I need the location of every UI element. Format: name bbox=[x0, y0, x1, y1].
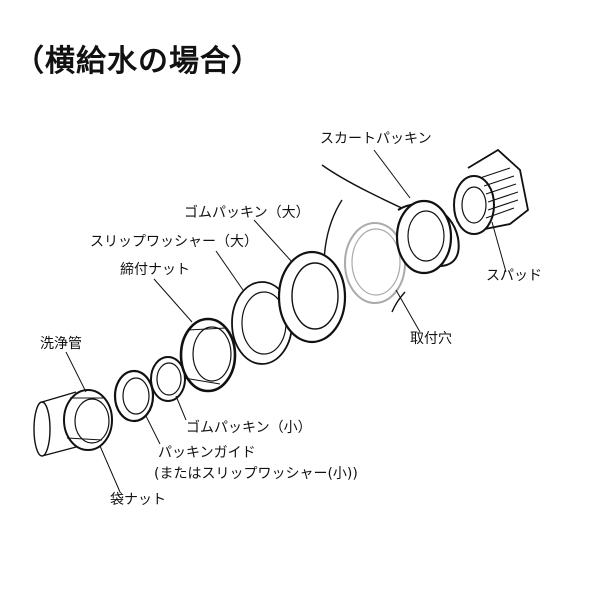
spud bbox=[453, 148, 529, 235]
leader-lines bbox=[65, 149, 507, 493]
label-flush-pipe: 洗浄管 bbox=[40, 336, 82, 352]
packing-guide bbox=[113, 369, 155, 423]
label-mounting-hole: 取付穴 bbox=[410, 331, 452, 347]
label-packing-guide: パッキンガイド bbox=[158, 445, 256, 461]
rubber-packing-small bbox=[150, 356, 186, 402]
clamp-nut bbox=[179, 317, 237, 393]
flush-pipe bbox=[33, 391, 81, 457]
label-packing-guide-note: (またはスリップワッシャー(小)) bbox=[154, 466, 358, 482]
label-skirt-packing: スカートパッキン bbox=[320, 131, 432, 147]
rubber-packing-large bbox=[277, 250, 347, 344]
label-bag-nut: 袋ナット bbox=[110, 492, 166, 508]
label-clamp-nut: 締付ナット bbox=[120, 261, 190, 278]
page-title: （横給水の場合） bbox=[14, 44, 262, 79]
label-spud: スパッド bbox=[486, 268, 542, 284]
skirt-packing bbox=[395, 199, 460, 275]
label-rubber-packing-small: ゴムパッキン（小） bbox=[186, 419, 312, 436]
label-rubber-packing-large: ゴムパッキン（大） bbox=[184, 204, 310, 221]
label-slip-washer-large: スリップワッシャー（大） bbox=[90, 234, 258, 250]
bag-nut bbox=[63, 389, 113, 451]
